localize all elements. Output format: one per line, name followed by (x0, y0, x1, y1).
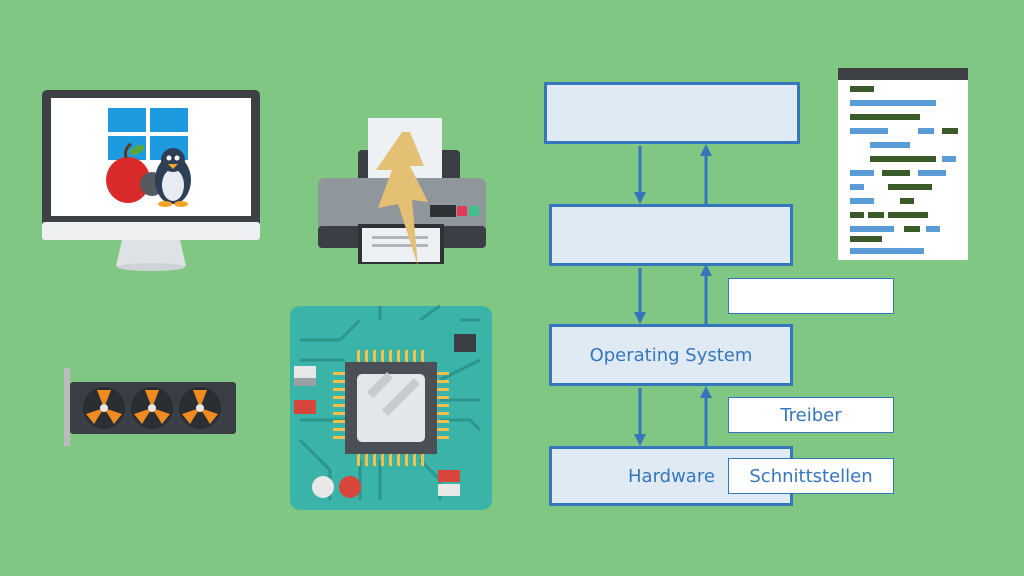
layer-box-operating-system: Operating System (549, 324, 793, 386)
tag-drivers: Treiber (728, 397, 894, 433)
lightning-icon (376, 132, 428, 266)
graphics-card-icon (64, 368, 236, 446)
tag-interfaces: Schnittstellen (728, 458, 894, 494)
cpu-chip-icon (345, 362, 437, 454)
linux-penguin-icon (155, 148, 191, 207)
fan-icon (131, 387, 173, 429)
fan-icon (83, 387, 125, 429)
layer-box-middle (549, 204, 793, 266)
layer-box-top (544, 82, 800, 144)
circuit-board-icon (290, 304, 492, 510)
tag-blank (728, 278, 894, 314)
fan-icon (179, 387, 221, 429)
monitor-icon (42, 90, 260, 271)
code-document-icon (838, 68, 968, 260)
apple-icon (106, 142, 150, 203)
layer-arrows (634, 144, 712, 446)
